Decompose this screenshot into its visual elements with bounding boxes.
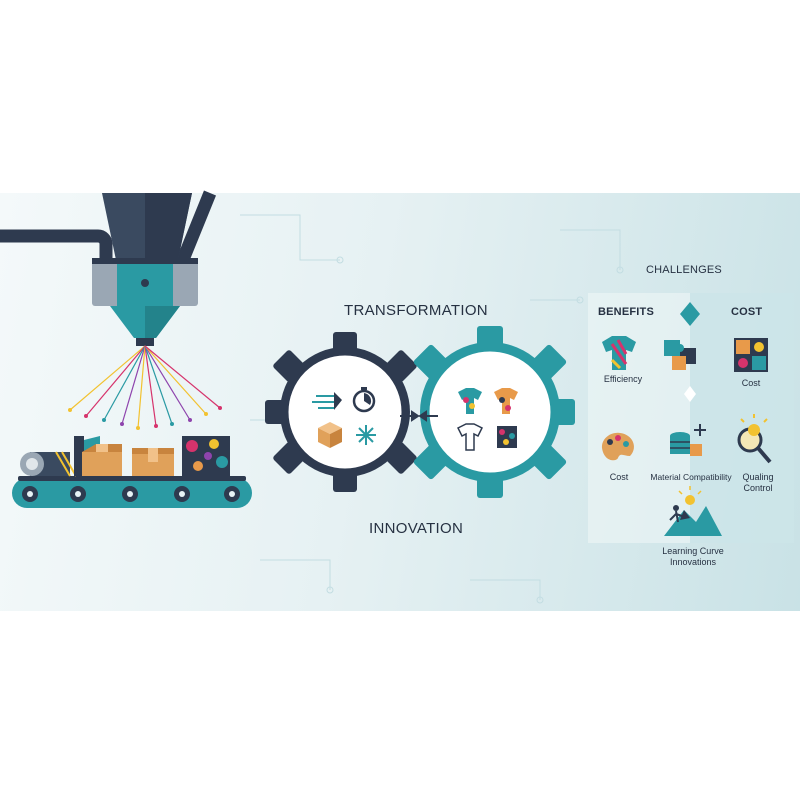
palette-icon — [601, 432, 634, 461]
divider-diamond — [680, 302, 700, 326]
gear-left — [265, 332, 417, 492]
challenges-title: CHALLENGES — [646, 264, 722, 276]
printed-fabric-icon — [182, 436, 230, 476]
box-icon — [318, 422, 342, 448]
speed-arrows-icon — [312, 392, 342, 410]
box-icon — [132, 448, 174, 476]
spray-lines — [68, 345, 222, 430]
merge-arrows-icon — [400, 410, 438, 422]
cost-header: COST — [731, 306, 763, 318]
puzzle-icon — [664, 340, 696, 370]
sparkle-icon — [356, 425, 376, 445]
benefits-header: BENEFITS — [598, 306, 654, 318]
divider-diamond — [684, 386, 696, 402]
gear-right — [413, 326, 575, 498]
innovation-label: INNOVATION — [369, 520, 464, 537]
quality-control-label: Qualing Control — [742, 472, 774, 493]
tshirt-icon — [456, 423, 484, 451]
cost-label: Cost — [609, 472, 629, 482]
tshirt-icon — [494, 388, 518, 414]
material-stack-puzzle-icon — [670, 424, 706, 456]
transformation-label: TRANSFORMATION — [344, 302, 488, 319]
box-icon — [82, 444, 122, 476]
cost-column-bg — [690, 293, 794, 543]
pattern-tile-icon — [734, 338, 768, 372]
print-head — [0, 190, 217, 346]
tshirt-icon — [458, 388, 482, 414]
circuit-lines — [240, 214, 624, 604]
cost-label: Cost — [741, 378, 761, 388]
efficiency-label: Efficiency — [603, 374, 643, 384]
learning-curve-label: Learning Curve Innovations — [662, 546, 724, 567]
tshirt-icon — [602, 336, 636, 370]
printed-fabric-icon — [497, 426, 517, 448]
climber-mountain-icon — [664, 486, 722, 536]
material-compatibility-label: Material Compatibility — [650, 472, 732, 482]
conveyor-belt — [12, 476, 252, 508]
stopwatch-icon — [352, 387, 376, 413]
magnifier-icon — [737, 414, 772, 464]
